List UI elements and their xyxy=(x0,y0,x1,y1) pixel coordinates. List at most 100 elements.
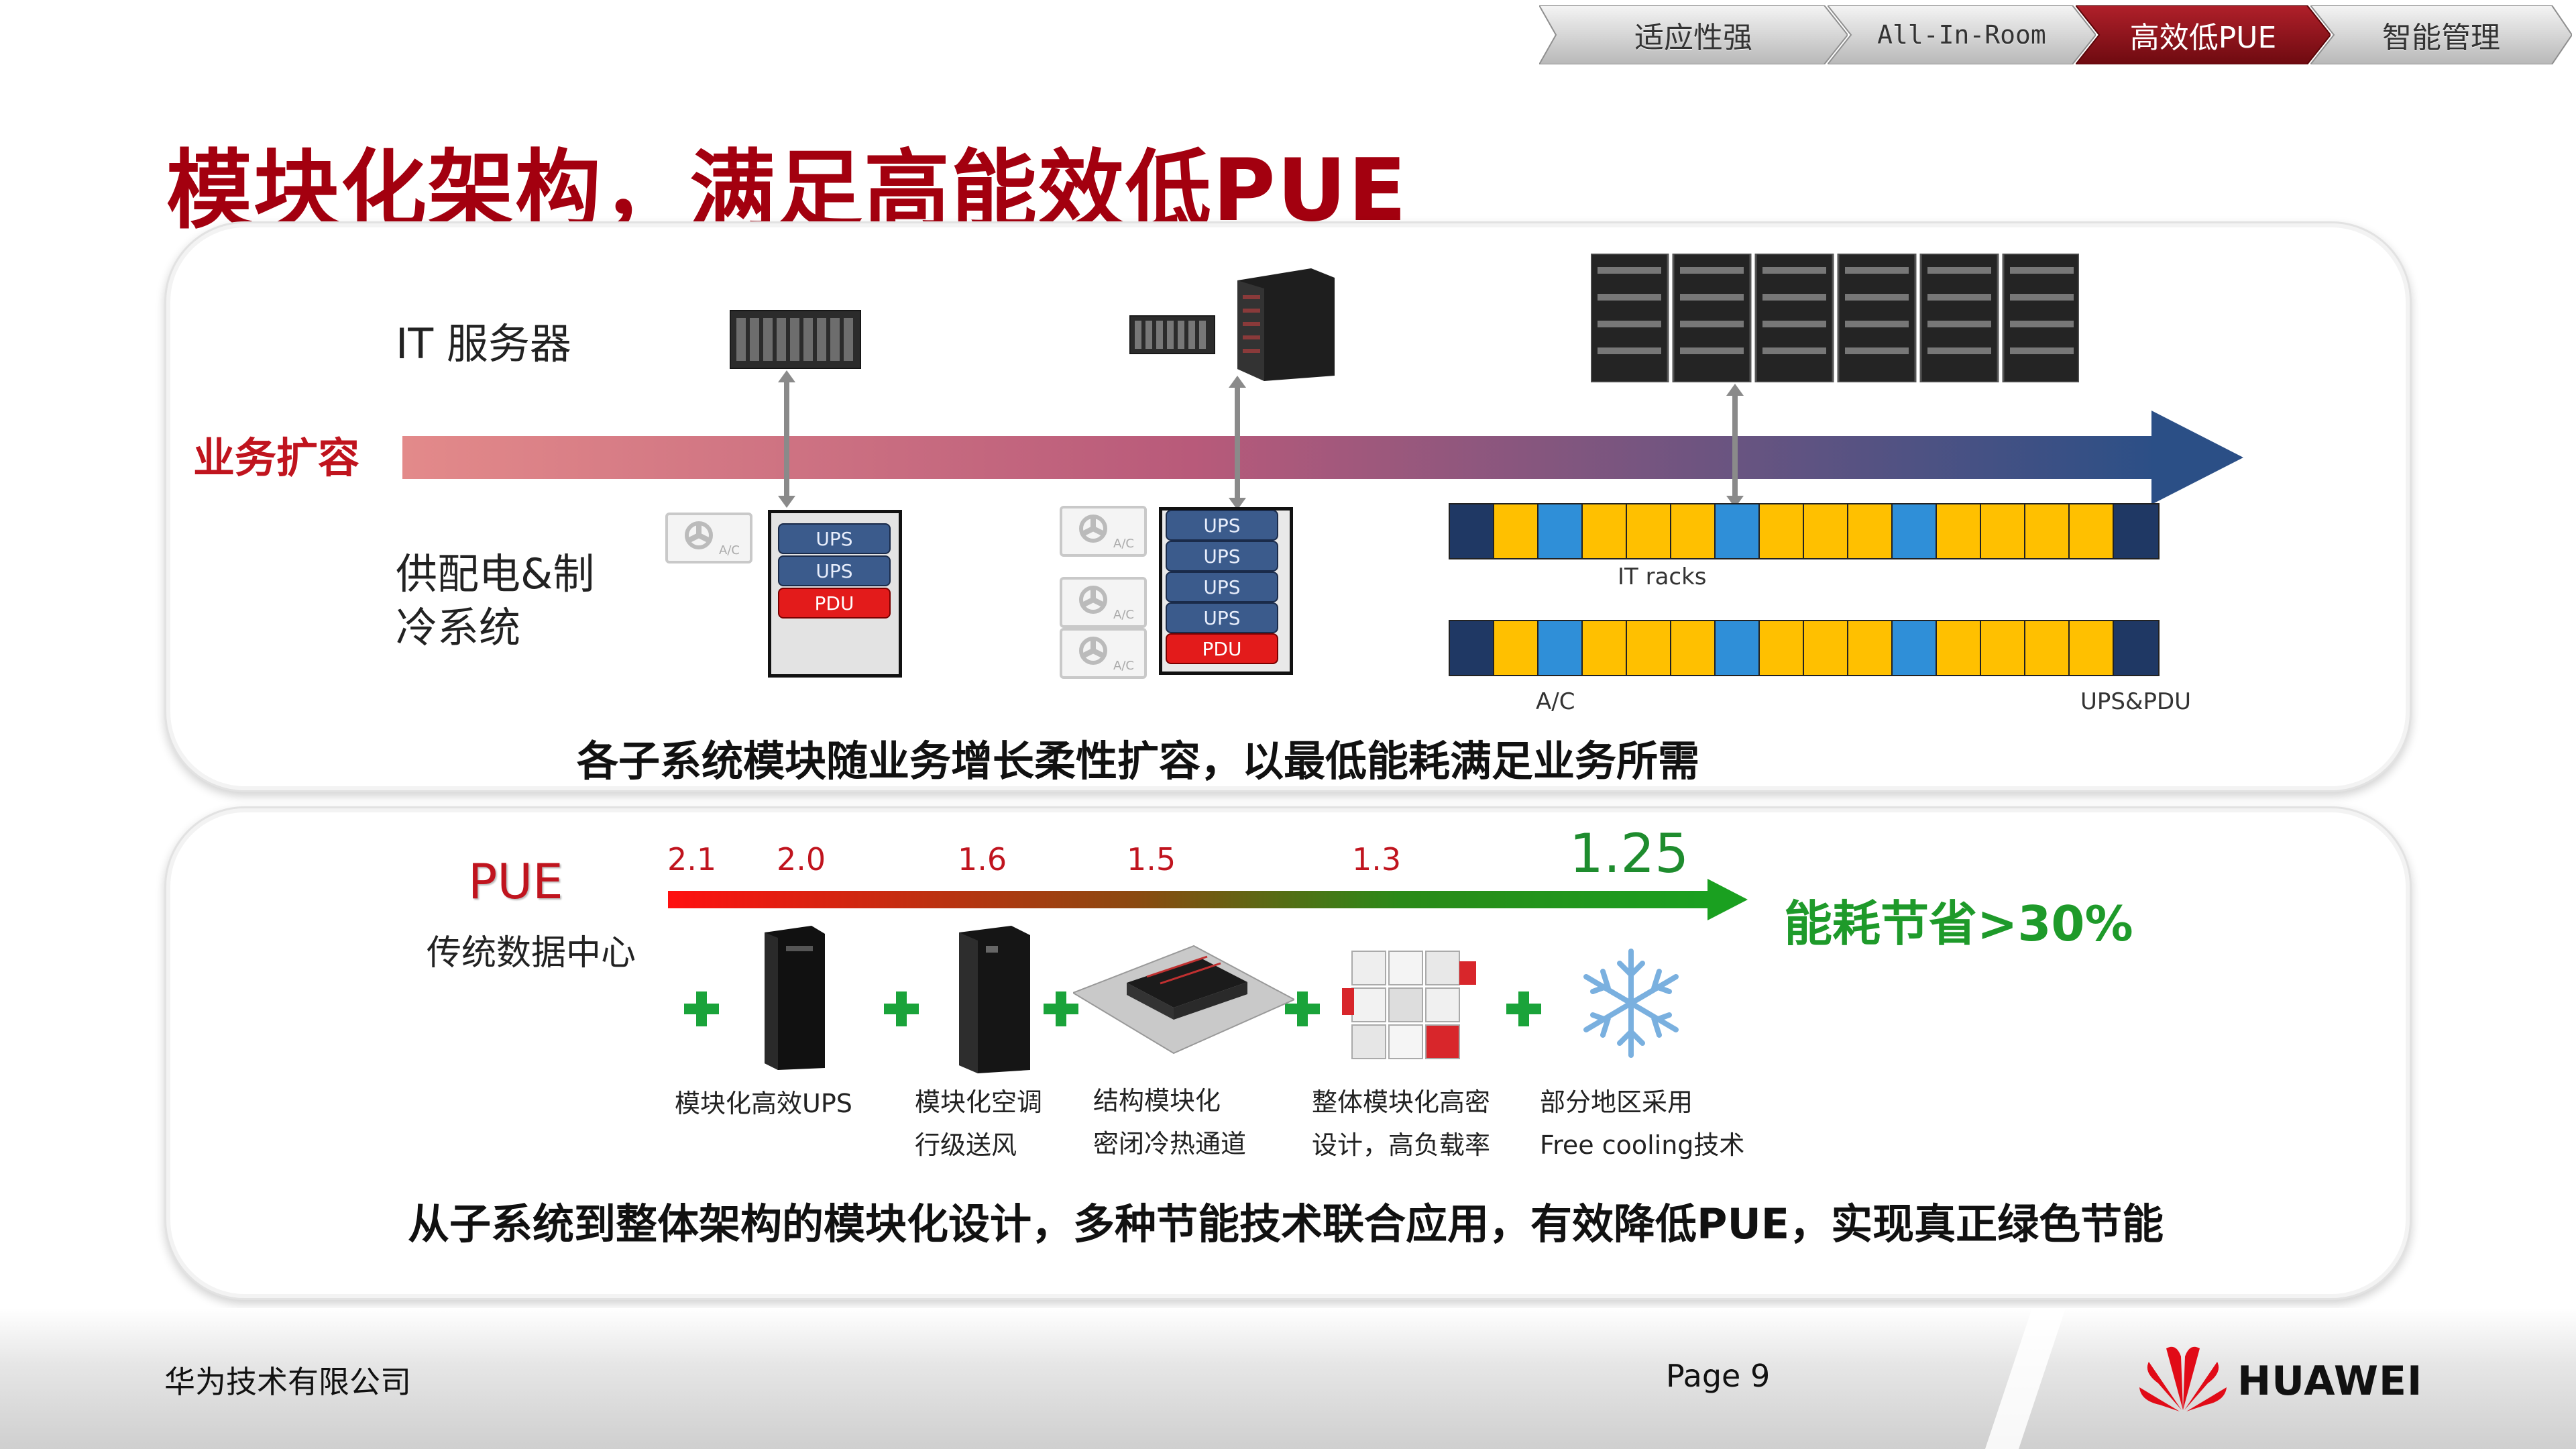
pue-value-6: 1.25 xyxy=(1569,822,1689,885)
modular-dc-icon xyxy=(1073,945,1294,1055)
rack-cell-it xyxy=(1981,504,2025,558)
ups-module: UPS xyxy=(1166,602,1278,633)
plus-icon xyxy=(1285,991,1320,1026)
rack-cell-it xyxy=(1627,621,1671,675)
ac-unit-icon: A/C xyxy=(665,513,752,564)
rack-cell-ac xyxy=(1716,504,1760,558)
plus-icon xyxy=(684,991,719,1026)
rack-cell-it xyxy=(1583,504,1627,558)
tab-high-efficiency-pue[interactable]: 高效低PUE xyxy=(2076,5,2331,64)
rack-cell-it xyxy=(1760,504,1804,558)
plus-icon xyxy=(884,991,919,1026)
snowflake-icon xyxy=(1583,949,1679,1058)
rack-row-top xyxy=(1449,503,2160,559)
rack-cell-ups xyxy=(2114,621,2158,675)
rack-cell-it xyxy=(2025,504,2070,558)
power-cooling-label-2: 冷系统 xyxy=(396,603,521,652)
ups-module: UPS xyxy=(1166,510,1278,541)
connector-2 xyxy=(1229,376,1246,510)
svg-text:A/C: A/C xyxy=(1113,537,1134,551)
rack-cell-it xyxy=(1981,621,2025,675)
plus-icon xyxy=(1506,991,1541,1026)
connector-1 xyxy=(778,370,795,508)
item-label-density-2: 设计，高负载率 xyxy=(1312,1130,1491,1160)
rack-cell-ac xyxy=(1538,504,1583,558)
ac-text: A/C xyxy=(719,543,740,557)
pue-value-2: 2.0 xyxy=(777,841,826,877)
rack-cell-it xyxy=(1494,504,1538,558)
ups-pdu-label: UPS&PDU xyxy=(2080,688,2192,715)
server-icon-blade xyxy=(1129,315,1215,354)
rack-cell-it xyxy=(1671,504,1716,558)
plus-icon xyxy=(1044,991,1078,1026)
top-nav: 适应性强 All-In-Room 高效低PUE 智能管理 xyxy=(1539,5,2572,66)
pdu-module: PDU xyxy=(778,588,891,619)
pue-value-4: 1.5 xyxy=(1127,841,1176,877)
rack-cell-it xyxy=(1494,621,1538,675)
ac-unit-icon: A/C xyxy=(1060,628,1147,679)
pue-value-1: 2.1 xyxy=(667,841,717,877)
rack-cell-it xyxy=(2025,621,2070,675)
ups-module: UPS xyxy=(1166,541,1278,572)
item-label-ac-2: 行级送风 xyxy=(915,1130,1017,1160)
svg-text:A/C: A/C xyxy=(1113,608,1134,622)
item-label-ups: 模块化高效UPS xyxy=(675,1089,852,1118)
panel1-caption: 各子系统模块随业务增长柔性扩容，以最低能耗满足业务所需 xyxy=(577,737,1700,786)
rack-cell-ups xyxy=(2114,504,2158,558)
rack-cell-it xyxy=(1937,621,1981,675)
it-server-label: IT 服务器 xyxy=(396,319,571,368)
rack-cell-ac xyxy=(1893,621,1937,675)
server-racks-row xyxy=(1591,254,2079,382)
pue-label: PUE xyxy=(468,853,563,910)
ups-module: UPS xyxy=(778,523,891,554)
business-expansion-label: 业务扩容 xyxy=(193,433,360,482)
rack-cell-it xyxy=(1760,621,1804,675)
ac-unit-icon: A/C xyxy=(1060,506,1147,557)
rack-cell-ac xyxy=(1716,621,1760,675)
pue-value-3: 1.6 xyxy=(958,841,1007,877)
pue-value-5: 1.3 xyxy=(1352,841,1402,877)
traditional-dc-label: 传统数据中心 xyxy=(427,933,636,973)
pue-arrow xyxy=(668,879,1748,920)
item-label-structure-1: 结构模块化 xyxy=(1093,1086,1221,1116)
growth-arrow xyxy=(402,411,2243,504)
rack-cell-it xyxy=(1804,504,1848,558)
rack-cell-it xyxy=(2070,504,2114,558)
rack-cell-ac xyxy=(1450,504,1494,558)
rack-cell-it xyxy=(1804,621,1848,675)
rack-cell-ac xyxy=(1538,621,1583,675)
ac-unit-icon: A/C xyxy=(1060,577,1147,628)
tab-all-in-room[interactable]: All-In-Room xyxy=(1828,5,2096,64)
ups-module: UPS xyxy=(1166,572,1278,602)
page-number: Page 9 xyxy=(1666,1358,1771,1394)
huawei-logo-icon xyxy=(2139,1346,2227,1411)
footer-swoosh xyxy=(1985,1308,2066,1449)
rack-cell-it xyxy=(1671,621,1716,675)
item-label-structure-2: 密闭冷热通道 xyxy=(1093,1129,1247,1159)
ac-label: A/C xyxy=(1536,688,1575,715)
rack-cell-it xyxy=(1583,621,1627,675)
company-name: 华为技术有限公司 xyxy=(164,1364,411,1400)
connector-3 xyxy=(1726,384,1744,508)
item-label-ac-1: 模块化空调 xyxy=(915,1087,1043,1117)
tab-adaptability[interactable]: 适应性强 xyxy=(1539,5,1848,64)
item-label-freecooling-1: 部分地区采用 xyxy=(1540,1087,1693,1117)
rack-cell-it xyxy=(2070,621,2114,675)
ups-cabinet-icon xyxy=(765,926,825,1070)
rack-cell-it xyxy=(1627,504,1671,558)
panel-pue xyxy=(164,806,2412,1300)
energy-saving-label: 能耗节省>30% xyxy=(1784,896,2133,952)
item-label-freecooling-2: Free cooling技术 xyxy=(1540,1130,1745,1160)
rack-cell-it xyxy=(1848,504,1893,558)
tab-smart-management[interactable]: 智能管理 xyxy=(2310,5,2572,64)
ups-module: UPS xyxy=(778,555,891,586)
rack-cell-it xyxy=(1848,621,1893,675)
pdu-module: PDU xyxy=(1166,633,1278,664)
svg-text:A/C: A/C xyxy=(1113,659,1134,673)
rack-cell-ac xyxy=(1893,504,1937,558)
panel2-caption: 从子系统到整体架构的模块化设计，多种节能技术联合应用，有效降低PUE，实现真正绿… xyxy=(408,1199,2164,1248)
server-rack-icon xyxy=(1237,268,1335,381)
precision-ac-icon xyxy=(959,926,1030,1073)
item-label-density-1: 整体模块化高密 xyxy=(1312,1087,1491,1117)
it-racks-label: IT racks xyxy=(1618,564,1707,590)
